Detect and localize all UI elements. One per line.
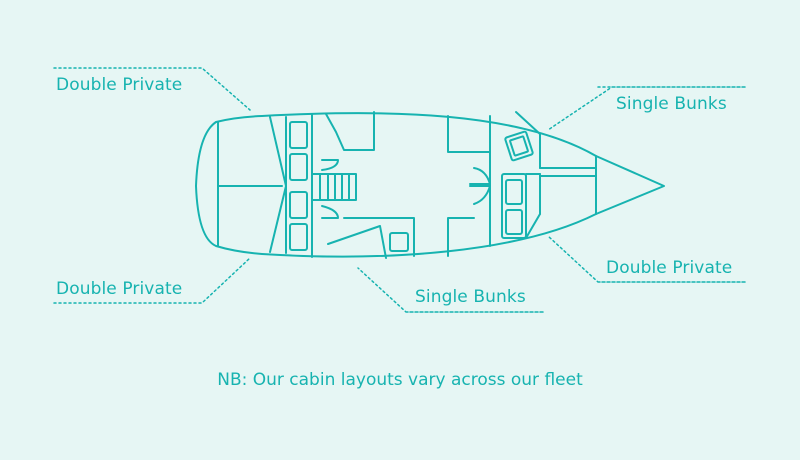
forward-lockers bbox=[501, 173, 541, 239]
label-double-private-top-left: Double Private bbox=[56, 75, 183, 95]
saloon-doors-right bbox=[469, 167, 491, 205]
fleet-note: NB: Our cabin layouts vary across our fl… bbox=[217, 370, 583, 390]
galley-top bbox=[325, 111, 375, 151]
label-single-bunks-top-right: Single Bunks bbox=[616, 94, 727, 114]
stern-cabin-walls bbox=[217, 113, 313, 258]
stern-lockers bbox=[289, 121, 308, 251]
bottom-center-cabin bbox=[327, 217, 415, 259]
hull-outline bbox=[195, 112, 665, 258]
saloon-doors-left bbox=[321, 159, 339, 219]
leader-lines bbox=[53, 67, 747, 313]
companionway-steps bbox=[311, 173, 357, 201]
label-single-bunks-bottom-center: Single Bunks bbox=[415, 287, 526, 307]
label-double-private-bottom-left: Double Private bbox=[56, 279, 183, 299]
label-double-private-bottom-right: Double Private bbox=[606, 258, 733, 278]
top-right-cabin bbox=[504, 111, 597, 215]
